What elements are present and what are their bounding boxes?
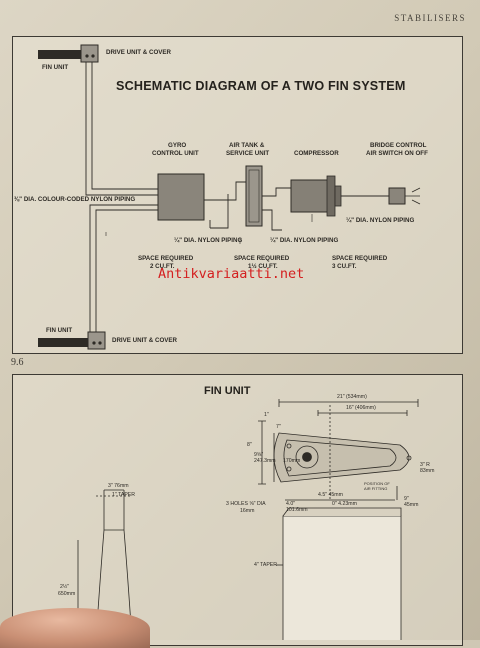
compressor-body [290, 179, 330, 213]
fin-plan-view [258, 399, 419, 501]
label-space-gyro: SPACE REQUIRED [138, 255, 194, 262]
dim-three-holes-mm: 16mm [240, 508, 255, 514]
label-space-gyro-value: 2 CU.FT. [150, 263, 175, 270]
label-gyro: GYRO [168, 142, 187, 149]
dim-side-height: 2½" [60, 584, 70, 590]
label-space-compressor: SPACE REQUIRED [332, 255, 388, 262]
label-control-unit: CONTROL UNIT [152, 150, 199, 157]
colour-coded-piping [85, 62, 158, 332]
dim-eight-inch: 8" [247, 442, 252, 448]
note-air-fitting: AIR FITTING [364, 486, 388, 491]
dim-three-holes: 3 HOLES ⅝" DIA [226, 501, 266, 507]
label-air-tank: AIR TANK & [229, 142, 265, 149]
dim-side-3: 3" 76mm [108, 483, 129, 489]
dim-height-b: 170mm [283, 458, 301, 464]
label-bridge-control: BRIDGE CONTROL [370, 142, 427, 149]
dim-4-0: 4.0" 101.6mm [286, 501, 308, 513]
dim-side-taper: 1" TAPER [112, 492, 135, 498]
figure-number: 9.6 [11, 357, 24, 368]
fin-unit-bottom-bar [38, 338, 94, 347]
dim-radius: 3" R 83mm [420, 462, 435, 474]
label-air-switch: AIR SWITCH ON OFF [366, 150, 428, 157]
dim-9: 9" 45mm [404, 496, 419, 508]
schematic-title: SCHEMATIC DIAGRAM OF A TWO FIN SYSTEM [116, 79, 406, 93]
label-space-compressor-value: 3 CU.FT. [332, 263, 357, 270]
gyro-control-unit [157, 173, 205, 221]
shaft-outer [295, 445, 319, 469]
thumb-holding-page [0, 608, 150, 648]
drive-unit-bottom-box [87, 331, 106, 350]
label-nylon-mid: ¼" DIA. NYLON PIPING [270, 237, 339, 244]
dim-seven-inch: 7" [276, 424, 281, 430]
label-service-unit: SERVICE UNIT [226, 150, 270, 157]
bridge-air-switch [388, 187, 406, 205]
label-nylon-left: ¼" DIA. NYLON PIPING [174, 237, 243, 244]
label-drive-unit-top: DRIVE UNIT & COVER [106, 49, 171, 56]
fin-unit-title: FIN UNIT [204, 385, 251, 397]
dim-plate-length: 16" (406mm) [346, 405, 376, 411]
dim-one-inch: 1" [264, 412, 269, 418]
label-drive-unit-bottom: DRIVE UNIT & COVER [112, 337, 177, 344]
shaft-inner [302, 452, 312, 462]
fin-unit-top-bar [38, 50, 84, 59]
watermark: Antikvariaatti.net [158, 266, 305, 282]
dim-overall-length: 21" (534mm) [337, 394, 367, 400]
drive-unit-top-box [80, 44, 99, 63]
air-tank-unit [245, 165, 263, 227]
label-colour-coded-piping: ⅜" DIA. COLOUR-CODED NYLON PIPING [14, 196, 136, 203]
label-nylon-right: ¼" DIA. NYLON PIPING [346, 217, 415, 224]
dim-4-taper: 4" TAPER [254, 562, 277, 568]
nylon-piping-tank-compressor [262, 187, 291, 231]
label-space-tank: SPACE REQUIRED [234, 255, 290, 262]
dim-side-height-mm: 650mm [58, 591, 76, 597]
section-header: STABILISERS [394, 13, 466, 23]
dim-height-a: 9⅝" 247.3mm [254, 452, 276, 464]
dim-4-5: 4.5" 45mm [318, 492, 343, 498]
note-position: POSITION OF [364, 481, 390, 486]
label-fin-unit-top: FIN UNIT [42, 64, 69, 71]
label-fin-unit-bottom: FIN UNIT [46, 327, 73, 334]
fin-block [276, 507, 402, 640]
label-compressor: COMPRESSOR [294, 150, 339, 157]
compressor-flange [326, 175, 336, 217]
label-space-tank-value: 1½ CU.FT. [248, 263, 278, 270]
dim-423: 0" 4.23mm [332, 501, 357, 507]
nylon-piping-gyro-tank [204, 181, 246, 229]
